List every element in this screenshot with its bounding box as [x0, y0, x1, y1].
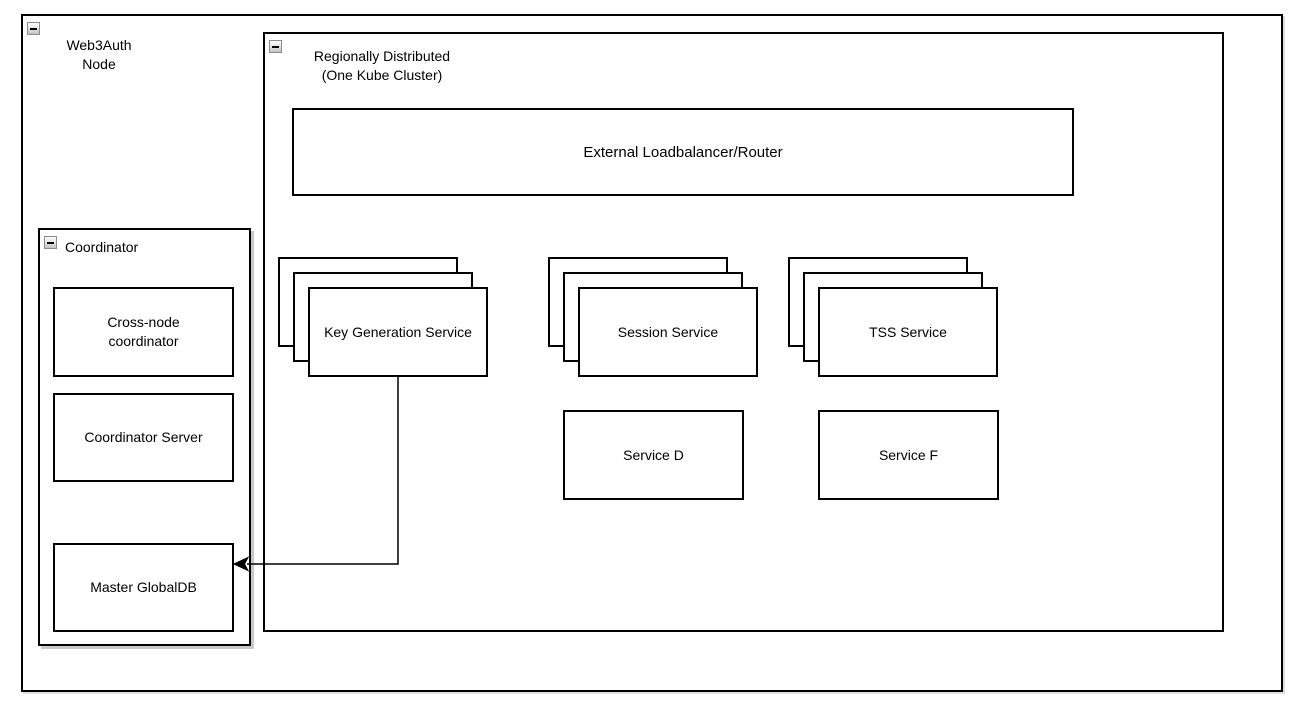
node-key-generation-service-stack[interactable]: Key Generation Service — [278, 257, 488, 377]
group-regionally-distributed-label: Regionally Distributed (One Kube Cluster… — [313, 48, 451, 83]
node-tss-service-stack[interactable]: TSS Service — [788, 257, 998, 377]
node-label: Session Service — [617, 323, 719, 340]
collapse-minus-icon[interactable] — [269, 40, 282, 53]
node-master-globaldb[interactable]: Master GlobalDB — [53, 543, 234, 632]
minus-glyph — [272, 45, 279, 48]
collapse-minus-icon[interactable] — [44, 236, 57, 249]
group-coordinator[interactable]: Coordinator Cross-node coordinator Coord… — [38, 228, 251, 646]
node-coordinator-server[interactable]: Coordinator Server — [53, 393, 234, 482]
node-label: Coordinator Server — [84, 429, 203, 445]
group-web3auth-node-label: Web3Auth Node — [66, 37, 132, 72]
node-session-service[interactable]: Session Service — [578, 287, 758, 377]
group-coordinator-label: Coordinator — [65, 239, 139, 255]
node-cross-node-coordinator[interactable]: Cross-node coordinator — [53, 287, 234, 377]
node-tss-service[interactable]: TSS Service — [818, 287, 998, 377]
node-service-f[interactable]: Service F — [818, 410, 999, 500]
node-service-d[interactable]: Service D — [563, 410, 744, 500]
node-label: Key Generation Service — [324, 323, 472, 340]
minus-glyph — [30, 27, 37, 30]
collapse-minus-icon[interactable] — [27, 22, 40, 35]
node-label: Cross-node coordinator — [107, 314, 180, 349]
node-label: TSS Service — [869, 323, 947, 340]
node-external-loadbalancer-router[interactable]: External Loadbalancer/Router — [292, 108, 1074, 196]
node-label: Service D — [623, 446, 684, 463]
minus-glyph — [47, 241, 54, 244]
group-regionally-distributed[interactable]: Regionally Distributed (One Kube Cluster… — [263, 32, 1224, 632]
node-label: External Loadbalancer/Router — [583, 143, 783, 161]
group-web3auth-node[interactable]: Web3Auth Node Regionally Distributed (On… — [21, 14, 1283, 692]
node-label: Master GlobalDB — [90, 579, 197, 595]
node-key-generation-service[interactable]: Key Generation Service — [308, 287, 488, 377]
node-session-service-stack[interactable]: Session Service — [548, 257, 758, 377]
node-label: Service F — [878, 446, 939, 463]
